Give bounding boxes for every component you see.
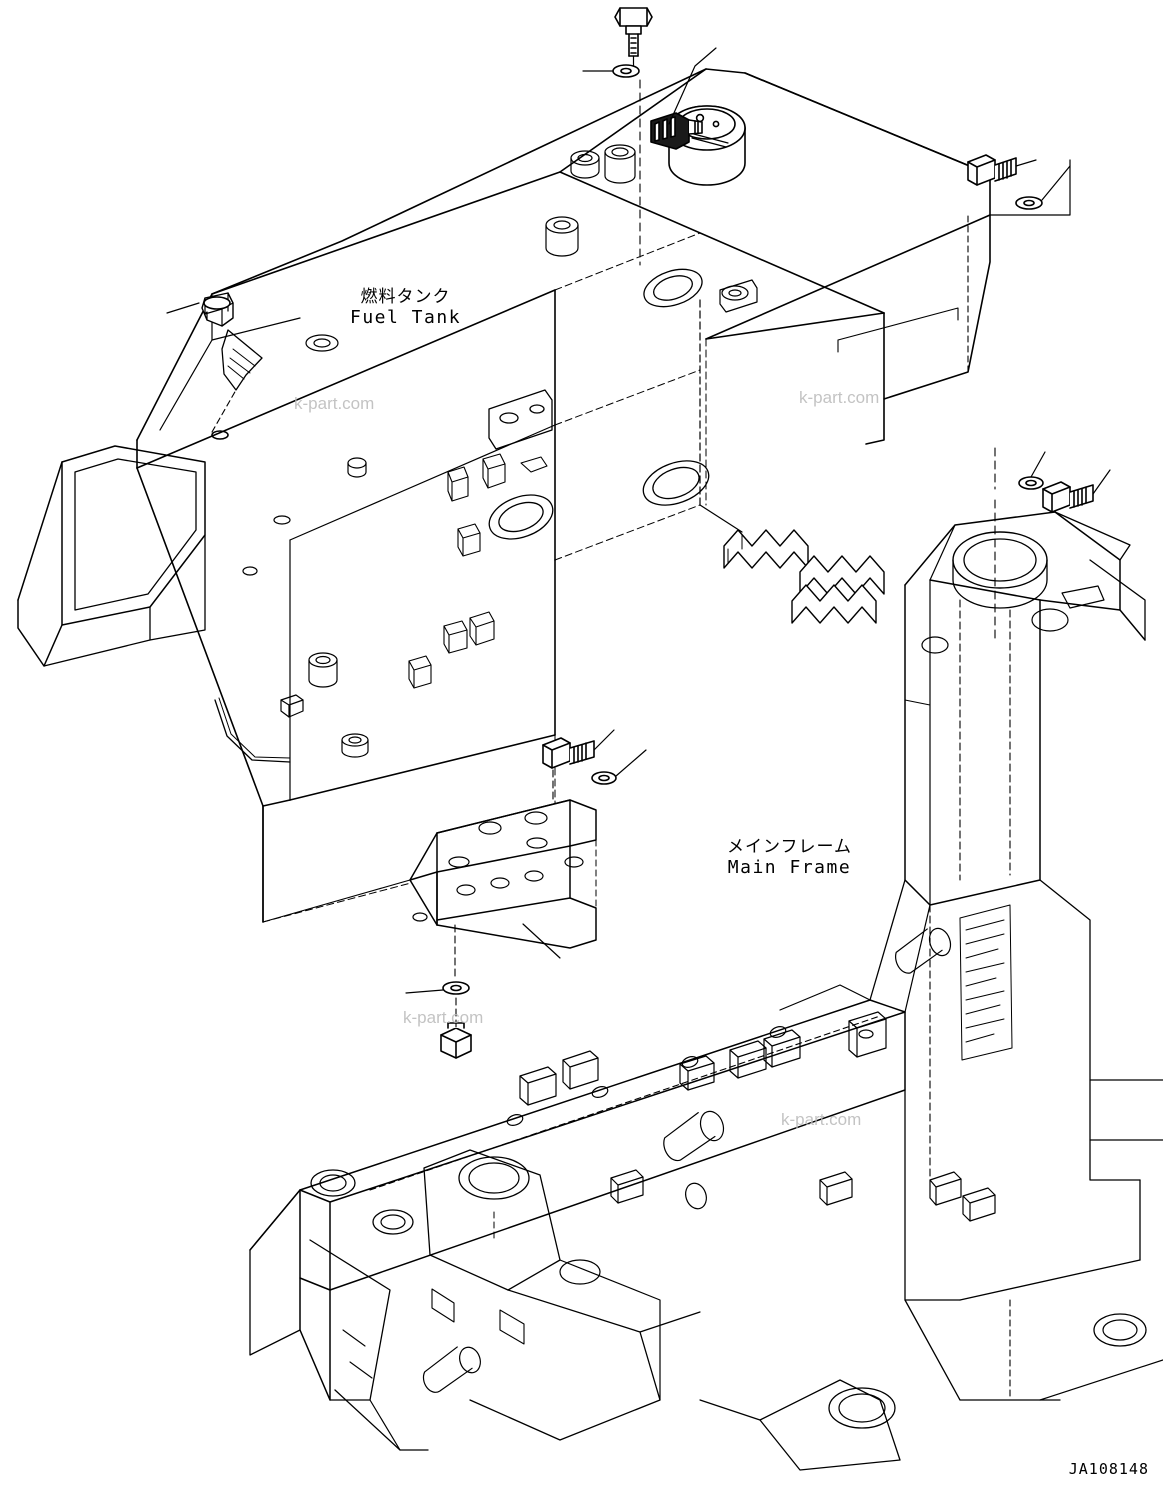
leader-washer-right-upper: [1041, 165, 1071, 201]
nut-bracket-lower: [440, 1022, 472, 1059]
bolt-bracket: [542, 737, 595, 769]
leader-filler-cap: [166, 302, 200, 314]
leader-bracket: [522, 923, 561, 959]
leader-shims: [699, 504, 743, 533]
washer-bracket-lower: [442, 981, 470, 995]
fuel-filler-cap: [201, 292, 234, 327]
shim-plate-1: [723, 529, 809, 569]
washer-bracket: [591, 771, 617, 785]
leader-bolt-bracket: [593, 729, 615, 751]
mounting-bracket: [409, 799, 597, 949]
washer-right-upper: [1015, 196, 1043, 210]
fuel-tank-assembly: [17, 68, 991, 923]
main-frame-assembly: [249, 511, 1163, 1471]
bolt-right-lower: [1042, 481, 1094, 513]
leader-washer-bracket: [615, 749, 647, 777]
leader-washer-right-lower: [1030, 451, 1046, 478]
caution-decal: [959, 904, 1013, 1061]
leader-bolt-right-lower: [1092, 469, 1111, 495]
bolt-right-upper: [967, 154, 1017, 186]
washer-top: [612, 64, 640, 78]
leader-right-upper-assembly: [989, 159, 1071, 216]
shim-plate-2: [799, 555, 885, 595]
leader-washer-lower: [405, 989, 444, 994]
shim-plate-3: [791, 584, 877, 624]
drawing-number: JA108148: [1068, 1460, 1149, 1478]
leader-bolt-right-upper: [1015, 159, 1037, 167]
bolt-top: [614, 7, 653, 57]
fuel-filler-neck: [211, 329, 263, 440]
leader-sender: [668, 47, 717, 125]
fuel-level-sender: [650, 105, 746, 186]
washer-right-lower: [1018, 476, 1044, 490]
